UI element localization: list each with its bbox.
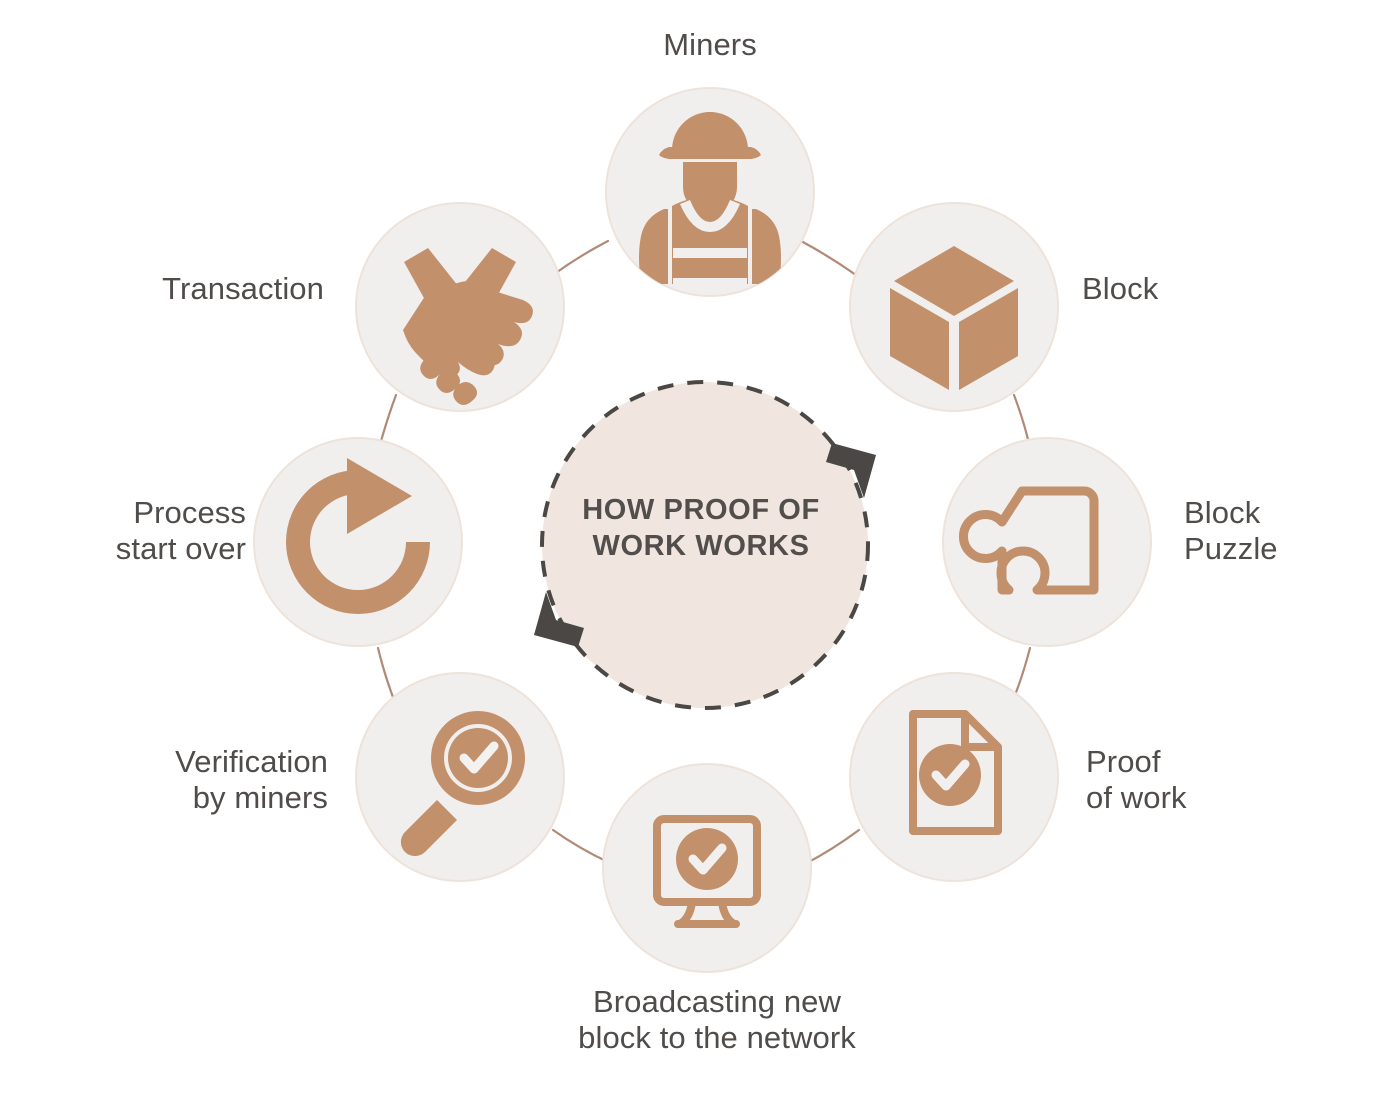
connector-broadcast-verification [551,828,610,864]
cube-top-face [894,246,1014,316]
document-folded-corner [961,714,998,751]
node-miners[interactable] [605,87,815,297]
monitor-stand [674,898,740,928]
label-miners: Miners [663,27,757,62]
center-circle-fill [542,382,868,708]
node-block[interactable] [849,202,1059,412]
miner-vest-stripes [673,200,747,287]
magnifier-check-icon [400,711,525,857]
monitor-check-icon [653,815,761,928]
handshake-icon [403,248,533,405]
label-block: Block [1082,271,1159,306]
check-mark [459,741,499,774]
arrowhead-clockwise-top-right [826,443,876,498]
check-mark [688,843,727,875]
node-broadcasting[interactable] [602,763,812,973]
puzzle-piece-icon [958,486,1099,595]
label-process-restart: Process start over [115,495,246,566]
label-broadcasting: Broadcasting new block to the network [578,984,856,1055]
check-mark [931,759,970,791]
refresh-arrow-icon [286,458,430,614]
label-block-puzzle: Block Puzzle [1184,495,1278,566]
magnifier-handle [400,800,457,857]
connector-transaction-miners [551,239,610,277]
node-transaction[interactable] [355,202,565,412]
label-transaction: Transaction [162,271,324,306]
center-title: HOW PROOF OF WORK WORKS [582,494,820,563]
cube-block-icon [890,246,1018,390]
node-process-restart[interactable] [253,437,463,647]
monitor-screen [653,815,761,906]
cube-right-face [959,288,1018,390]
center-dashed-ring [540,380,870,710]
node-circle-block-puzzle [942,437,1152,647]
label-verification: Verification by miners [175,744,328,815]
document-check-icon [909,710,1002,835]
label-proof-of-work: Proof of work [1086,744,1187,815]
node-verification[interactable] [355,672,565,882]
node-proof-of-work[interactable] [849,672,1059,882]
arrowhead-clockwise-bottom-left [534,592,584,647]
cycle-arrowheads [534,443,876,647]
connector-miners-block [799,239,858,277]
cube-left-face [890,288,949,390]
node-circle-process-restart [253,437,463,647]
node-block-puzzle[interactable] [942,437,1152,647]
document-outline [909,710,1002,835]
connector-proof-broadcast [803,828,861,866]
refresh-arrowhead [347,458,412,534]
